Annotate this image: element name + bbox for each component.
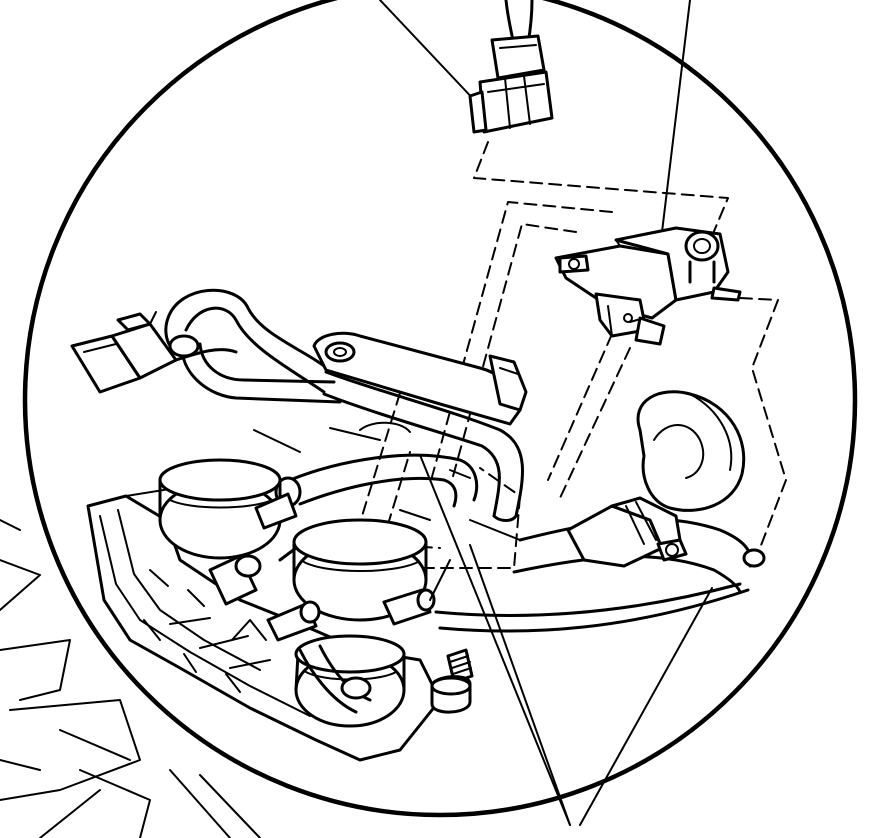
vacuum-solenoid-valve bbox=[554, 226, 742, 346]
vacuum-actuator-upper bbox=[158, 458, 282, 560]
background-chassis-lines bbox=[0, 519, 261, 838]
air-duct-elbow bbox=[566, 390, 746, 568]
mounting-bolt bbox=[430, 648, 474, 714]
actuator-nipples bbox=[208, 492, 436, 714]
vacuum-hoses bbox=[164, 288, 766, 633]
mounting-bracket bbox=[312, 331, 528, 426]
detail-magnifier-circle bbox=[22, 0, 858, 818]
center-detail-strokes bbox=[253, 421, 521, 601]
left-electrical-plug bbox=[70, 311, 238, 394]
electrical-connector-top bbox=[468, 0, 554, 134]
